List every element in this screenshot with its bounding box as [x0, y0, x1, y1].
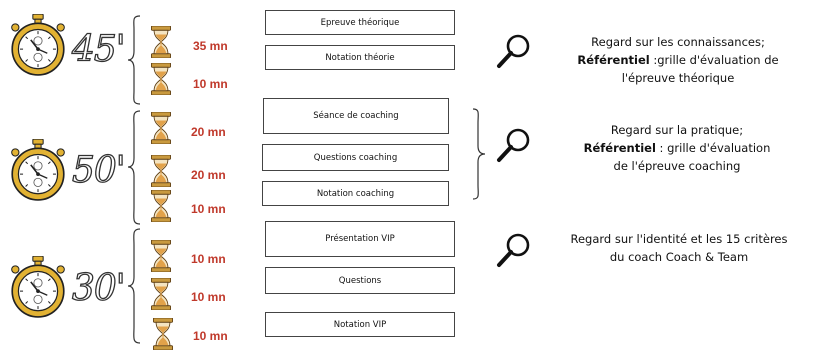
duration-label: 10 mn — [191, 202, 226, 216]
hourglass-icon — [151, 26, 171, 58]
note-line: de l'épreuve coaching — [613, 159, 741, 173]
step-box: Séance de coaching — [263, 98, 449, 134]
total-time-45: 45' — [71, 29, 126, 70]
total-time-30: 30' — [71, 268, 126, 309]
hourglass-icon — [153, 318, 173, 350]
step-box: Notation VIP — [265, 312, 455, 337]
evaluation-note: Regard sur la pratique; Référentiel : gr… — [562, 121, 792, 175]
duration-label: 10 mn — [191, 252, 226, 266]
hourglass-icon — [151, 190, 171, 222]
note-line: l'épreuve théorique — [621, 71, 735, 85]
curly-brace-icon — [472, 108, 486, 200]
hourglass-icon — [151, 63, 171, 95]
step-box: Notation théorie — [265, 45, 455, 70]
curly-brace-icon — [127, 15, 141, 105]
stopwatch-icon — [10, 256, 66, 318]
duration-label: 10 mn — [191, 290, 226, 304]
curly-brace-icon — [127, 110, 141, 225]
magnifier-icon — [497, 128, 530, 162]
hourglass-icon — [151, 240, 171, 272]
note-line: Regard sur l'identité et les 15 critères — [570, 232, 788, 246]
stopwatch-icon — [10, 139, 66, 201]
hourglass-icon — [151, 278, 171, 310]
magnifier-icon — [497, 34, 530, 68]
step-box: Présentation VIP — [265, 221, 455, 257]
magnifier-icon — [497, 233, 530, 267]
curly-brace-icon — [127, 228, 141, 344]
note-keyword: Référentiel — [577, 53, 650, 67]
total-time-50: 50' — [71, 150, 126, 191]
duration-label: 20 mn — [191, 125, 226, 139]
step-box: Notation coaching — [262, 181, 449, 206]
note-line: Regard sur les connaissances; — [591, 35, 765, 49]
step-box: Questions coaching — [262, 144, 449, 171]
note-line: Référentiel :grille d'évaluation de — [558, 51, 798, 69]
note-text: : grille d'évaluation — [655, 141, 771, 155]
duration-label: 35 mn — [193, 39, 228, 53]
step-box: Questions — [265, 267, 455, 294]
duration-label: 10 mn — [193, 329, 228, 343]
note-line: Référentiel : grille d'évaluation — [562, 139, 792, 157]
evaluation-note: Regard sur l'identité et les 15 critères… — [548, 230, 810, 266]
step-box: Epreuve théorique — [265, 10, 455, 35]
note-text: :grille d'évaluation de — [649, 53, 779, 67]
note-line: du coach Coach & Team — [609, 250, 749, 264]
hourglass-icon — [151, 155, 171, 187]
stopwatch-icon — [10, 14, 66, 76]
note-keyword: Référentiel — [583, 141, 656, 155]
evaluation-note: Regard sur les connaissances; Référentie… — [558, 33, 798, 87]
duration-label: 20 mn — [191, 168, 226, 182]
hourglass-icon — [151, 112, 171, 144]
duration-label: 10 mn — [193, 77, 228, 91]
note-line: Regard sur la pratique; — [610, 123, 744, 137]
